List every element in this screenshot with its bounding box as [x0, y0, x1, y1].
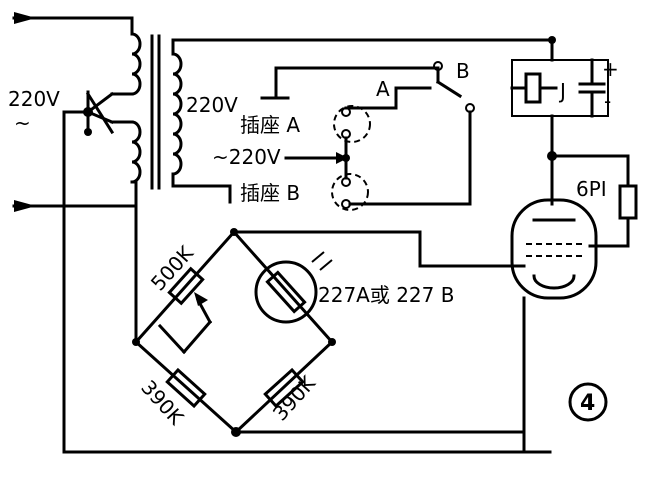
tube-6pi	[508, 114, 638, 454]
capacitor-plus: +	[602, 57, 619, 81]
resistor-right-label: 390K	[268, 371, 321, 426]
ground-symbol	[508, 430, 552, 454]
relay-box	[510, 36, 609, 117]
mains-voltage-label: 220V	[8, 87, 60, 111]
photocell-227	[254, 251, 333, 324]
ac-220v-bus	[284, 152, 350, 180]
ac-220v-label: ~220V	[212, 145, 281, 169]
photocell-label: 227A或 227 B	[318, 283, 454, 307]
switch-b-label: B	[456, 59, 470, 83]
voltage-selector	[62, 90, 532, 454]
transformer-primary-coil	[110, 32, 142, 344]
switch-ab	[344, 61, 475, 206]
secondary-voltage-label: 220V	[186, 93, 238, 117]
transformer-core	[150, 34, 161, 190]
socket-b	[331, 173, 472, 211]
transformer-secondary-coil	[171, 38, 554, 204]
socket-a-label: 插座 A	[240, 113, 300, 137]
socket-b-label: 插座 B	[240, 181, 300, 205]
mains-ac-symbol: ~	[14, 111, 31, 135]
resistor-390k-left	[165, 367, 207, 409]
bridge	[132, 228, 526, 437]
mains-input	[12, 12, 138, 212]
resistor-390k-right	[263, 367, 305, 409]
capacitor	[578, 58, 606, 118]
switch-a-label: A	[376, 77, 390, 101]
figure-number: 4	[568, 382, 608, 422]
relay-label: J	[558, 79, 566, 103]
figure-number-text: 4	[580, 391, 595, 416]
capacitor-minus: -	[604, 89, 611, 113]
potentiometer-500k	[157, 266, 213, 355]
tube-label: 6PI	[576, 177, 607, 201]
